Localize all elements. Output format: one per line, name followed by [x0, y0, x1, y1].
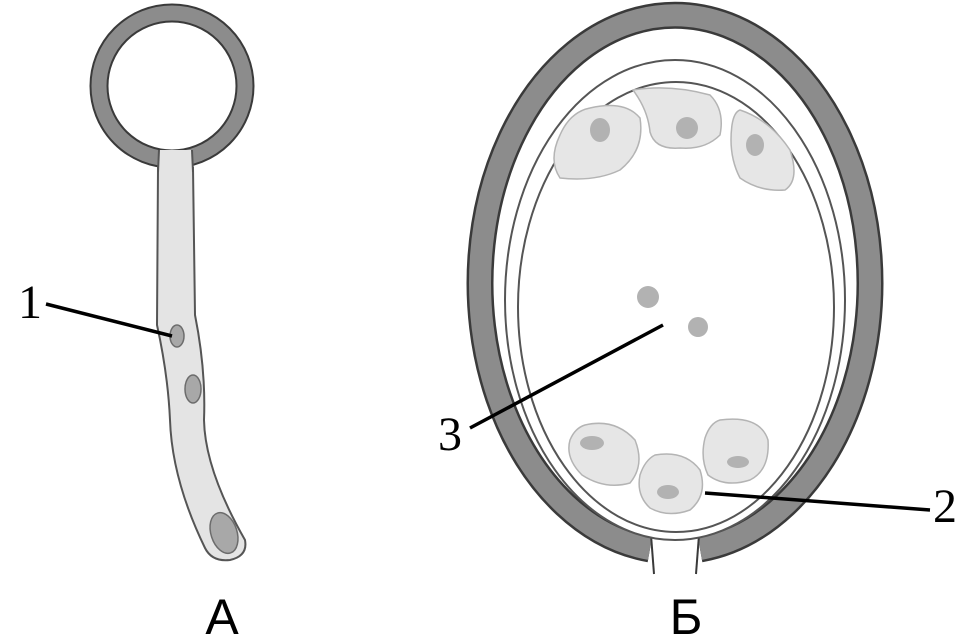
antipodal-cell	[553, 104, 642, 180]
figure-b-caption: Б	[670, 589, 703, 642]
antipodal-cell	[631, 87, 722, 149]
embryo-sac	[517, 81, 835, 533]
antipodal-nucleus	[676, 117, 698, 139]
callout-line-2	[704, 491, 931, 512]
micropyle-edge	[650, 534, 655, 575]
figure-a: 1 А	[18, 3, 255, 642]
callout-label-1: 1	[18, 276, 42, 329]
callout-line-3	[469, 323, 664, 430]
callout-label-3: 3	[438, 408, 462, 461]
micropyle-edge	[695, 534, 700, 575]
synergid-cell	[702, 418, 769, 484]
polar-nucleus	[637, 286, 659, 308]
callout-label-2: 2	[933, 480, 957, 533]
pollen-tube-neck	[159, 150, 192, 172]
sperm-cell	[209, 511, 239, 555]
integument-fill	[469, 4, 881, 560]
callout-line-1	[45, 302, 173, 338]
synergid-nucleus	[580, 436, 604, 450]
polar-nucleus	[688, 317, 708, 337]
pollen-tube-edge	[191, 149, 194, 173]
antipodal-nucleus	[746, 134, 764, 156]
antipodal-nucleus	[590, 118, 610, 142]
synergid-nucleus	[727, 456, 749, 468]
figure-a-caption: А	[205, 589, 239, 642]
egg-cell	[638, 453, 704, 515]
egg-nucleus	[657, 485, 679, 499]
sperm-cell	[184, 374, 202, 404]
pollen-tube-edge	[157, 149, 160, 173]
pollen-grain-wall-fill	[91, 5, 253, 167]
tube-nucleus	[169, 324, 185, 348]
figure-b: 3 2 Б	[438, 1, 957, 642]
pollen-tube	[155, 167, 247, 562]
